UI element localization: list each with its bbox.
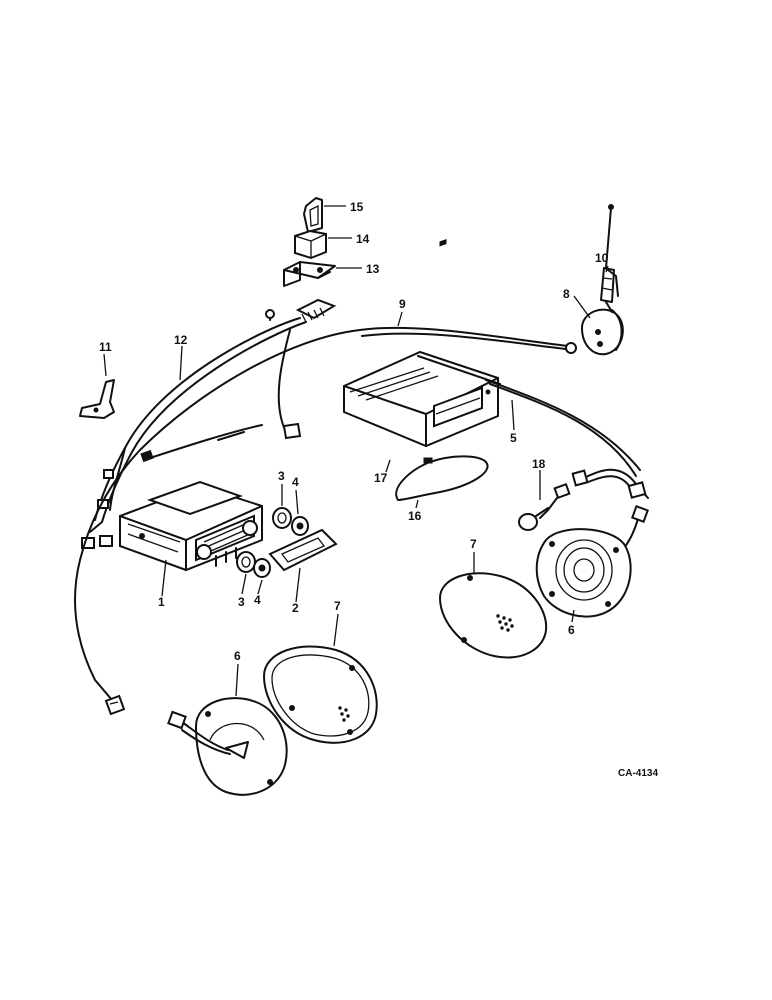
- callout-4-upper: 4: [292, 475, 299, 489]
- callout-leaders: [103, 205, 609, 697]
- callout-15: 15: [350, 200, 364, 214]
- antenna-base-8: [580, 301, 624, 356]
- callout-labels: 15 14 13 9 10 8 11 12 5 17 16 18 3 4 1 3…: [99, 200, 658, 779]
- callout-5: 5: [510, 431, 517, 445]
- callout-12: 12: [174, 333, 188, 347]
- speaker-6-right: [535, 528, 632, 618]
- callout-13: 13: [366, 262, 380, 276]
- callout-8: 8: [563, 287, 570, 301]
- callout-3-upper: 3: [278, 469, 285, 483]
- callout-6-left: 6: [234, 649, 241, 663]
- callout-4-lower: 4: [254, 593, 261, 607]
- callout-16: 16: [408, 509, 422, 523]
- radio-unit-5: [343, 238, 641, 477]
- callout-6-right: 6: [568, 623, 575, 637]
- control-knob-4-upper: [291, 516, 309, 536]
- callout-17: 17: [374, 471, 388, 485]
- callout-18: 18: [532, 457, 546, 471]
- mounting-bracket-11: [79, 379, 115, 419]
- relay-14: [294, 229, 327, 260]
- antenna-mast-10: [600, 204, 619, 303]
- cable-16: [395, 455, 489, 501]
- callout-7-left: 7: [334, 599, 341, 613]
- callout-9: 9: [399, 297, 406, 311]
- trim-bezel-2: [268, 528, 338, 572]
- callout-2: 2: [292, 601, 299, 615]
- drawing-code: CA-4134: [618, 768, 658, 779]
- grille-perforations-right: [496, 614, 514, 632]
- radio-receiver-1: [119, 480, 263, 572]
- wiring-harness-12: [81, 298, 337, 549]
- callout-10: 10: [595, 251, 609, 265]
- callout-14: 14: [356, 232, 370, 246]
- callout-1: 1: [158, 595, 165, 609]
- callout-3-lower: 3: [238, 595, 245, 609]
- relay-bracket-13: [283, 261, 336, 287]
- control-knob-3-upper: [272, 507, 292, 529]
- relay-clip-15: [303, 197, 323, 233]
- grille-perforations-left: [338, 706, 350, 722]
- control-knob-4-lower: [253, 558, 271, 578]
- antenna-cable-9: [74, 326, 577, 716]
- callout-11: 11: [99, 340, 112, 354]
- speaker-grille-7-left: [262, 645, 378, 744]
- speaker-6-left: [167, 697, 288, 796]
- callout-7-right: 7: [470, 537, 477, 551]
- control-knob-3-lower: [236, 551, 256, 573]
- speaker-grille-7-right: [438, 572, 548, 659]
